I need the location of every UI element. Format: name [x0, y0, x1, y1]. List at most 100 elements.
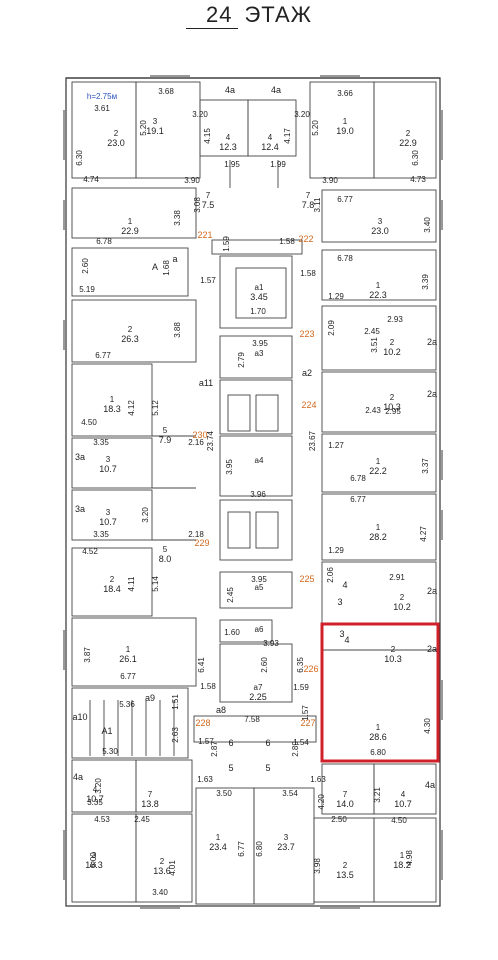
dimension-label: 2.91 — [389, 573, 405, 582]
room-area: 28.2 — [369, 532, 387, 542]
dimension-label: 1.95 — [224, 160, 240, 169]
dimension-label: 3.68 — [158, 87, 174, 96]
area-tag: a10 — [72, 712, 87, 722]
dimension-label: 1.58 — [279, 237, 295, 246]
dimension-label: 3.35 — [93, 438, 109, 447]
dimension-label: 6.80 — [370, 748, 386, 757]
section-number: 223 — [299, 329, 314, 339]
area-tag: 4 — [344, 635, 349, 645]
room-area: 13.5 — [336, 870, 354, 880]
dimension-label: 2.45 — [364, 327, 380, 336]
room-number: 4 — [401, 790, 406, 799]
room-area: 28.6 — [369, 732, 387, 742]
area-tag: 3a — [75, 504, 85, 514]
room-area: 10.7 — [394, 799, 412, 809]
section-number: 230 — [192, 430, 207, 440]
room-number: a3 — [255, 349, 264, 358]
dimension-label: 4.17 — [283, 128, 292, 144]
dimension-label: 3.50 — [216, 789, 232, 798]
room-area: 10.7 — [99, 517, 117, 527]
area-tag: 4a — [425, 780, 435, 790]
dimension-label: 3.40 — [152, 888, 168, 897]
dimension-label: 4.12 — [127, 400, 136, 416]
section-number: 226 — [303, 664, 318, 674]
dimension-label: 4.15 — [203, 128, 212, 144]
area-tag: 5 — [228, 763, 233, 773]
dimension-label: 6.78 — [337, 254, 353, 263]
dimension-label: 2.50 — [331, 815, 347, 824]
room-number: 3 — [378, 217, 383, 226]
dimension-label: 1.63 — [197, 775, 213, 784]
room-area: 18.3 — [85, 860, 103, 870]
room-area: 23.7 — [277, 842, 295, 852]
room-number: 2 — [343, 861, 348, 870]
dimension-label: 1.27 — [328, 441, 344, 450]
dimension-label: 3.38 — [173, 210, 182, 226]
room-number: 1 — [126, 645, 131, 654]
dimension-label: 3.20 — [94, 778, 103, 794]
room-area: 7.8 — [302, 200, 315, 210]
dimension-label: 2.95 — [385, 407, 401, 416]
area-tag: 2a — [427, 586, 437, 596]
section-number: 225 — [299, 574, 314, 584]
dimension-label: 1.58 — [200, 682, 216, 691]
dimension-label: 5.30 — [102, 747, 118, 756]
dimension-label: 6.41 — [197, 657, 206, 673]
dimension-label: 4.11 — [127, 576, 136, 592]
area-tag: 2a — [427, 389, 437, 399]
dimension-label: 4.53 — [94, 815, 110, 824]
dimension-label: 5.00 — [89, 852, 98, 868]
ceiling-height: h=2.75м — [87, 92, 117, 101]
room-number: 4 — [268, 133, 273, 142]
dimension-label: 5.20 — [311, 120, 320, 136]
room-area: 10.7 — [99, 464, 117, 474]
room-area: 14.0 — [336, 799, 354, 809]
room-number: 2 — [114, 129, 119, 138]
dimension-label: 2.87 — [210, 741, 219, 757]
dimension-label: 1.68 — [162, 260, 171, 276]
dimension-label: 4.98 — [405, 850, 414, 866]
room-area: 2.25 — [249, 692, 267, 702]
dimension-label: 3.20 — [294, 110, 310, 119]
room-number: 3 — [106, 455, 111, 464]
dimension-label: 6.80 — [255, 841, 264, 857]
area-tag: 3 — [339, 629, 344, 639]
room-number: 2 — [110, 575, 115, 584]
dimension-label: 2.43 — [365, 406, 381, 415]
dimension-label: 1.57 — [200, 276, 216, 285]
section-number: 222 — [298, 234, 313, 244]
area-tag: 4a — [271, 85, 281, 95]
dimension-label: 4.20 — [317, 794, 326, 810]
dimension-label: 7.58 — [244, 715, 260, 724]
dimension-label: 1.59 — [222, 236, 231, 252]
area-tag: a8 — [216, 705, 226, 715]
selected-apartment-frame — [320, 622, 440, 763]
dimension-label: 3.87 — [83, 647, 92, 663]
area-tag: 6 — [228, 738, 233, 748]
area-tag: a — [172, 254, 177, 264]
room-area: 13.8 — [141, 799, 159, 809]
dimension-label: 6.78 — [96, 237, 112, 246]
area-tag: A1 — [101, 726, 112, 736]
dimension-label: 2.89 — [291, 741, 300, 757]
dimension-label: 6.30 — [411, 150, 420, 166]
area-tag: a9 — [145, 693, 155, 703]
room-area: 19.1 — [146, 126, 164, 136]
room-number: 1 — [376, 723, 381, 732]
room-number: 2 — [391, 645, 396, 654]
dimension-label: 6.77 — [350, 495, 366, 504]
room-number: a5 — [255, 583, 264, 592]
dimension-label: 2.06 — [326, 567, 335, 583]
dimension-label: 23.74 — [206, 430, 215, 451]
room-area: 13.6 — [153, 866, 171, 876]
section-number: 227 — [300, 718, 315, 728]
room-number: 5 — [163, 545, 168, 554]
section-number: 228 — [195, 718, 210, 728]
room-area: 8.0 — [159, 554, 172, 564]
dimension-label: 2.63 — [171, 727, 180, 743]
room-area: 23.4 — [209, 842, 227, 852]
building-outline — [65, 77, 441, 907]
dimension-label: 3.51 — [370, 337, 379, 353]
area-tag: a2 — [302, 368, 312, 378]
room-area: 18.3 — [103, 404, 121, 414]
